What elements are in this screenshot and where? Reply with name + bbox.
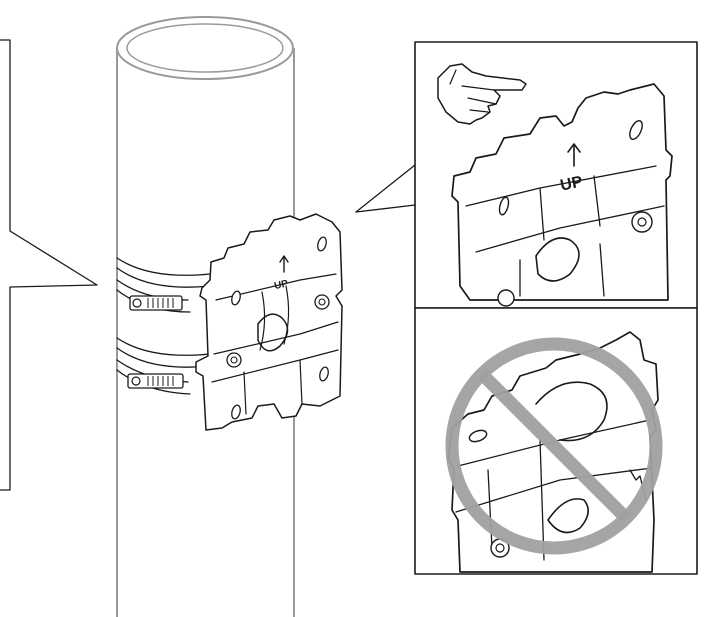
detail-panel-incorrect xyxy=(414,307,698,575)
detail-up-marking: UP xyxy=(559,173,585,194)
pointing-hand-icon xyxy=(437,63,527,125)
hose-clamp-lower xyxy=(116,337,211,395)
bracket-up-marking: UP xyxy=(273,278,289,292)
callout-pointer xyxy=(355,164,416,213)
prohibited-icon xyxy=(445,337,663,555)
pole xyxy=(116,16,295,617)
mounting-bracket: UP xyxy=(195,213,343,431)
left-callout xyxy=(0,39,98,491)
detail-panel-correct: UP xyxy=(414,41,698,309)
hose-clamp-upper xyxy=(116,257,211,313)
